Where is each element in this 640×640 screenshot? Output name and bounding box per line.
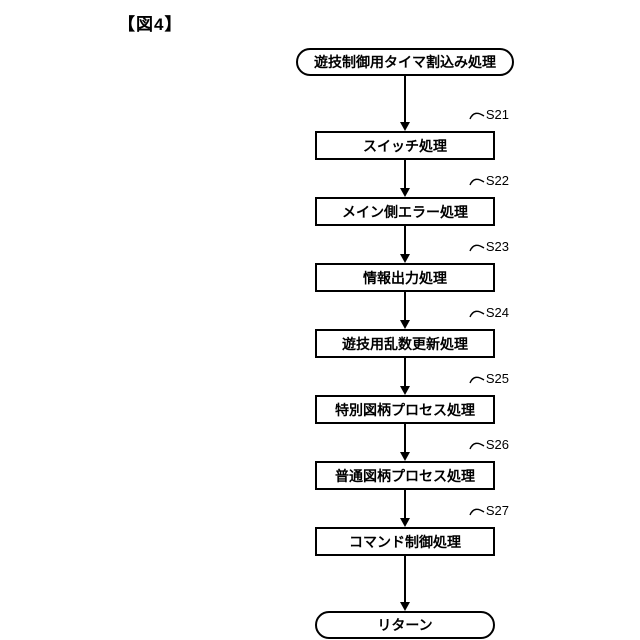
process-box: コマンド制御処理 xyxy=(315,527,495,556)
leader-curve-icon xyxy=(469,376,485,384)
arrow-head-icon xyxy=(400,320,410,329)
arrow-head-icon xyxy=(400,602,410,611)
step-label: S26 xyxy=(469,437,509,452)
arrow-shaft xyxy=(404,358,406,386)
flow-step-s21: S21 スイッチ処理 xyxy=(315,107,509,160)
step-id: S22 xyxy=(485,173,509,188)
step-label: S27 xyxy=(469,503,509,518)
leader-curve-icon xyxy=(469,244,485,252)
step-id: S26 xyxy=(485,437,509,452)
process-box-label: メイン側エラー処理 xyxy=(342,203,468,220)
arrow-head-icon xyxy=(400,518,410,527)
step-id: S21 xyxy=(485,107,509,122)
flow-step-s22: S22 メイン側エラー処理 xyxy=(315,173,509,226)
process-box-label: 普通図柄プロセス処理 xyxy=(335,467,475,484)
leader-curve-icon xyxy=(469,112,485,120)
process-box-label: 遊技用乱数更新処理 xyxy=(342,335,468,352)
arrow-head-icon xyxy=(400,122,410,131)
flow-arrow xyxy=(400,424,410,461)
leader-curve-icon xyxy=(469,508,485,516)
arrow-shaft xyxy=(404,226,406,254)
arrow-head-icon xyxy=(400,452,410,461)
flow-step-s26: S26 普通図柄プロセス処理 xyxy=(315,437,509,490)
arrow-shaft xyxy=(404,160,406,188)
arrow-shaft xyxy=(404,490,406,518)
flow-step-s23: S23 情報出力処理 xyxy=(315,239,509,292)
process-box-label: 情報出力処理 xyxy=(363,269,447,286)
flowchart: 遊技制御用タイマ割込み処理 S21 スイッチ処理 S22 メイン側エラー処理 xyxy=(270,48,540,639)
end-terminal-label: リターン xyxy=(377,617,433,633)
step-label: S22 xyxy=(469,173,509,188)
process-box-label: スイッチ処理 xyxy=(363,137,447,154)
flow-arrow xyxy=(400,556,410,611)
flow-arrow xyxy=(400,490,410,527)
arrow-shaft xyxy=(404,292,406,320)
step-id: S25 xyxy=(485,371,509,386)
arrow-shaft xyxy=(404,424,406,452)
flow-arrow xyxy=(400,358,410,395)
process-box: 遊技用乱数更新処理 xyxy=(315,329,495,358)
end-terminal: リターン xyxy=(315,611,495,639)
process-box-label: 特別図柄プロセス処理 xyxy=(335,401,475,418)
process-box: メイン側エラー処理 xyxy=(315,197,495,226)
step-id: S23 xyxy=(485,239,509,254)
process-box: 特別図柄プロセス処理 xyxy=(315,395,495,424)
arrow-head-icon xyxy=(400,254,410,263)
arrow-shaft xyxy=(404,76,406,122)
step-id: S24 xyxy=(485,305,509,320)
start-terminal-label: 遊技制御用タイマ割込み処理 xyxy=(314,54,496,70)
process-box: スイッチ処理 xyxy=(315,131,495,160)
leader-curve-icon xyxy=(469,178,485,186)
flow-step-s27: S27 コマンド制御処理 xyxy=(315,503,509,556)
process-box: 情報出力処理 xyxy=(315,263,495,292)
step-label: S24 xyxy=(469,305,509,320)
arrow-shaft xyxy=(404,556,406,602)
step-id: S27 xyxy=(485,503,509,518)
step-label: S25 xyxy=(469,371,509,386)
start-terminal: 遊技制御用タイマ割込み処理 xyxy=(296,48,514,76)
flow-arrow xyxy=(400,76,410,131)
process-box-label: コマンド制御処理 xyxy=(349,533,461,550)
step-label: S21 xyxy=(469,107,509,122)
figure-title: 【図4】 xyxy=(118,15,183,34)
step-label: S23 xyxy=(469,239,509,254)
leader-curve-icon xyxy=(469,310,485,318)
flow-arrow xyxy=(400,226,410,263)
leader-curve-icon xyxy=(469,442,485,450)
flow-step-s25: S25 特別図柄プロセス処理 xyxy=(315,371,509,424)
flow-step-s24: S24 遊技用乱数更新処理 xyxy=(315,305,509,358)
process-box: 普通図柄プロセス処理 xyxy=(315,461,495,490)
arrow-head-icon xyxy=(400,386,410,395)
flow-arrow xyxy=(400,292,410,329)
arrow-head-icon xyxy=(400,188,410,197)
flow-arrow xyxy=(400,160,410,197)
